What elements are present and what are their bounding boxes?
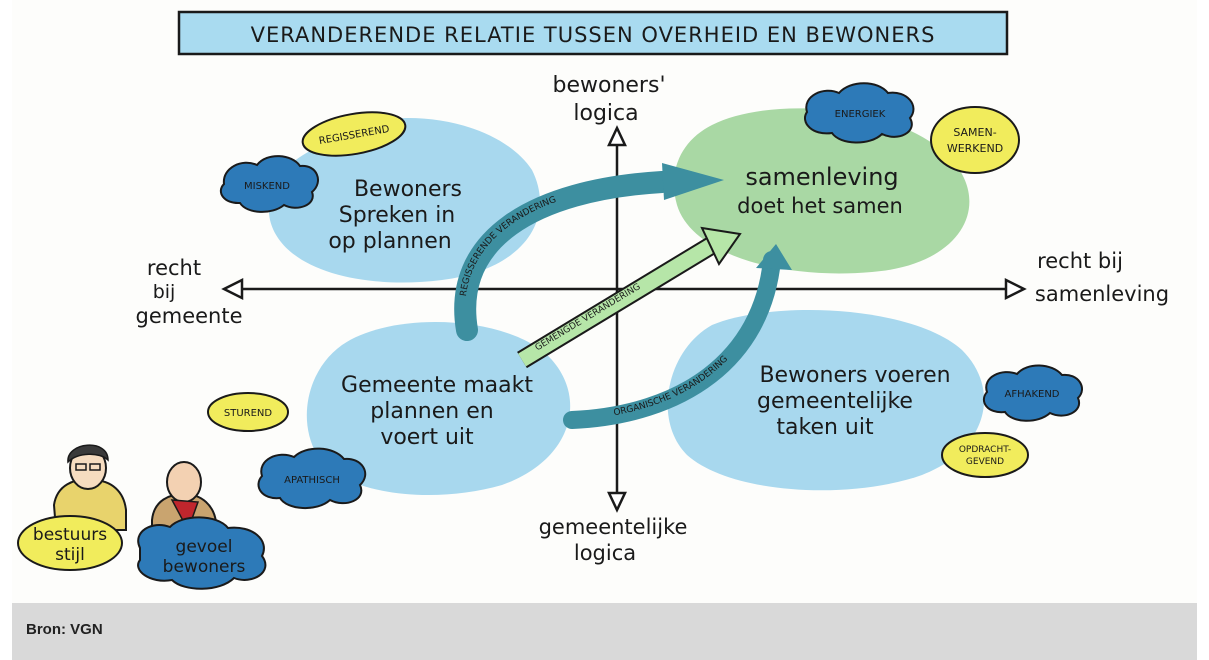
cloud-afhakend-text: AFHAKEND <box>1004 389 1059 400</box>
legend-bestuursstijl-line1: bestuurs <box>33 525 107 545</box>
bottom-left-line3: voert uit <box>380 425 474 450</box>
cloud-energiek: ENERGIEK <box>804 82 915 144</box>
axis-bottom-line2: logica <box>574 541 636 565</box>
top-left-line1: Bewoners <box>354 177 462 202</box>
cloud-apathisch-text: APATHISCH <box>284 475 340 486</box>
title-box <box>177 10 1009 56</box>
legend-gevoel-line1: gevoel <box>176 537 233 557</box>
arrow-middle-label-path: GEMENGDE VERANDERING <box>534 282 643 353</box>
bottom-right-line2: gemeentelijke <box>757 389 913 414</box>
top-left-line2: Spreken in <box>339 203 456 228</box>
axis-left-line1: recht <box>147 256 201 280</box>
caption-bar: Bron: VGN <box>12 603 1197 660</box>
bottom-right-line3: taken uit <box>776 415 874 440</box>
cloud-miskend: MISKEND <box>219 155 319 213</box>
title-banner: VERANDERENDE RELATIE TUSSEN OVERHEID EN … <box>177 10 1009 56</box>
tag-opdrachtgevend-line2: GEVEND <box>966 457 1004 467</box>
axis-top-line2: logica <box>573 101 638 126</box>
axis-left-line2: bij <box>153 281 176 303</box>
top-left-line3: op plannen <box>328 229 451 254</box>
blob-top-left <box>268 117 540 283</box>
tag-sturend: STUREND <box>207 392 289 432</box>
legend-bestuursstijl-line2: stijl <box>55 545 85 565</box>
axis-right-line1: recht bij <box>1037 249 1123 273</box>
cloud-miskend-text: MISKEND <box>244 181 290 192</box>
arrowhead-down <box>607 491 627 513</box>
legend-gevoel-line2: bewoners <box>163 557 246 577</box>
source-caption: Bron: VGN <box>26 621 103 638</box>
tag-opdrachtgevend: OPDRACHT- GEVEND <box>941 432 1029 478</box>
diagram-svg: VERANDERENDE RELATIE TUSSEN OVERHEID EN … <box>17 10 1169 590</box>
tag-samenwerkend-line1: SAMEN- <box>953 126 996 139</box>
diagram-canvas: VERANDERENDE RELATIE TUSSEN OVERHEID EN … <box>12 0 1197 603</box>
cloud-energiek-text: ENERGIEK <box>835 109 886 120</box>
tag-samenwerkend: SAMEN- WERKEND <box>930 106 1020 174</box>
legend-gevoel-bewoners: gevoel bewoners <box>137 516 267 590</box>
arrowhead-up <box>607 125 627 147</box>
top-right-line1: samenleving <box>745 163 898 191</box>
bottom-left-line2: plannen en <box>370 399 493 424</box>
cloud-apathisch: APATHISCH <box>257 447 367 509</box>
axis-right-line2: samenleving <box>1035 282 1169 306</box>
tag-regisserend: REGISSEREND <box>301 111 407 157</box>
blob-bottom-left <box>306 322 571 495</box>
tag-opdrachtgevend-line1: OPDRACHT- <box>959 445 1011 455</box>
blob-bottom-right <box>667 310 985 491</box>
axis-top-line1: bewoners' <box>553 73 666 98</box>
arrow-middle-label: GEMENGDE VERANDERING <box>534 282 643 353</box>
title-text: VERANDERENDE RELATIE TUSSEN OVERHEID EN … <box>251 23 936 47</box>
bottom-right-line1: Bewoners voeren <box>759 363 950 388</box>
bottom-left-line1: Gemeente maakt <box>341 373 533 398</box>
axis-bottom-line1: gemeentelijke <box>539 515 688 539</box>
cloud-afhakend: AFHAKEND <box>982 364 1083 422</box>
tag-samenwerkend-line2: WERKEND <box>947 142 1003 155</box>
blob-top-right <box>673 108 970 274</box>
tag-sturend-text: STUREND <box>224 408 273 419</box>
legend-bestuursstijl: bestuurs stijl <box>17 515 123 571</box>
axis-left-line3: gemeente <box>135 304 242 328</box>
arrowhead-left <box>221 277 244 301</box>
arrowhead-right <box>1004 277 1027 301</box>
top-right-line2: doet het samen <box>737 194 903 218</box>
